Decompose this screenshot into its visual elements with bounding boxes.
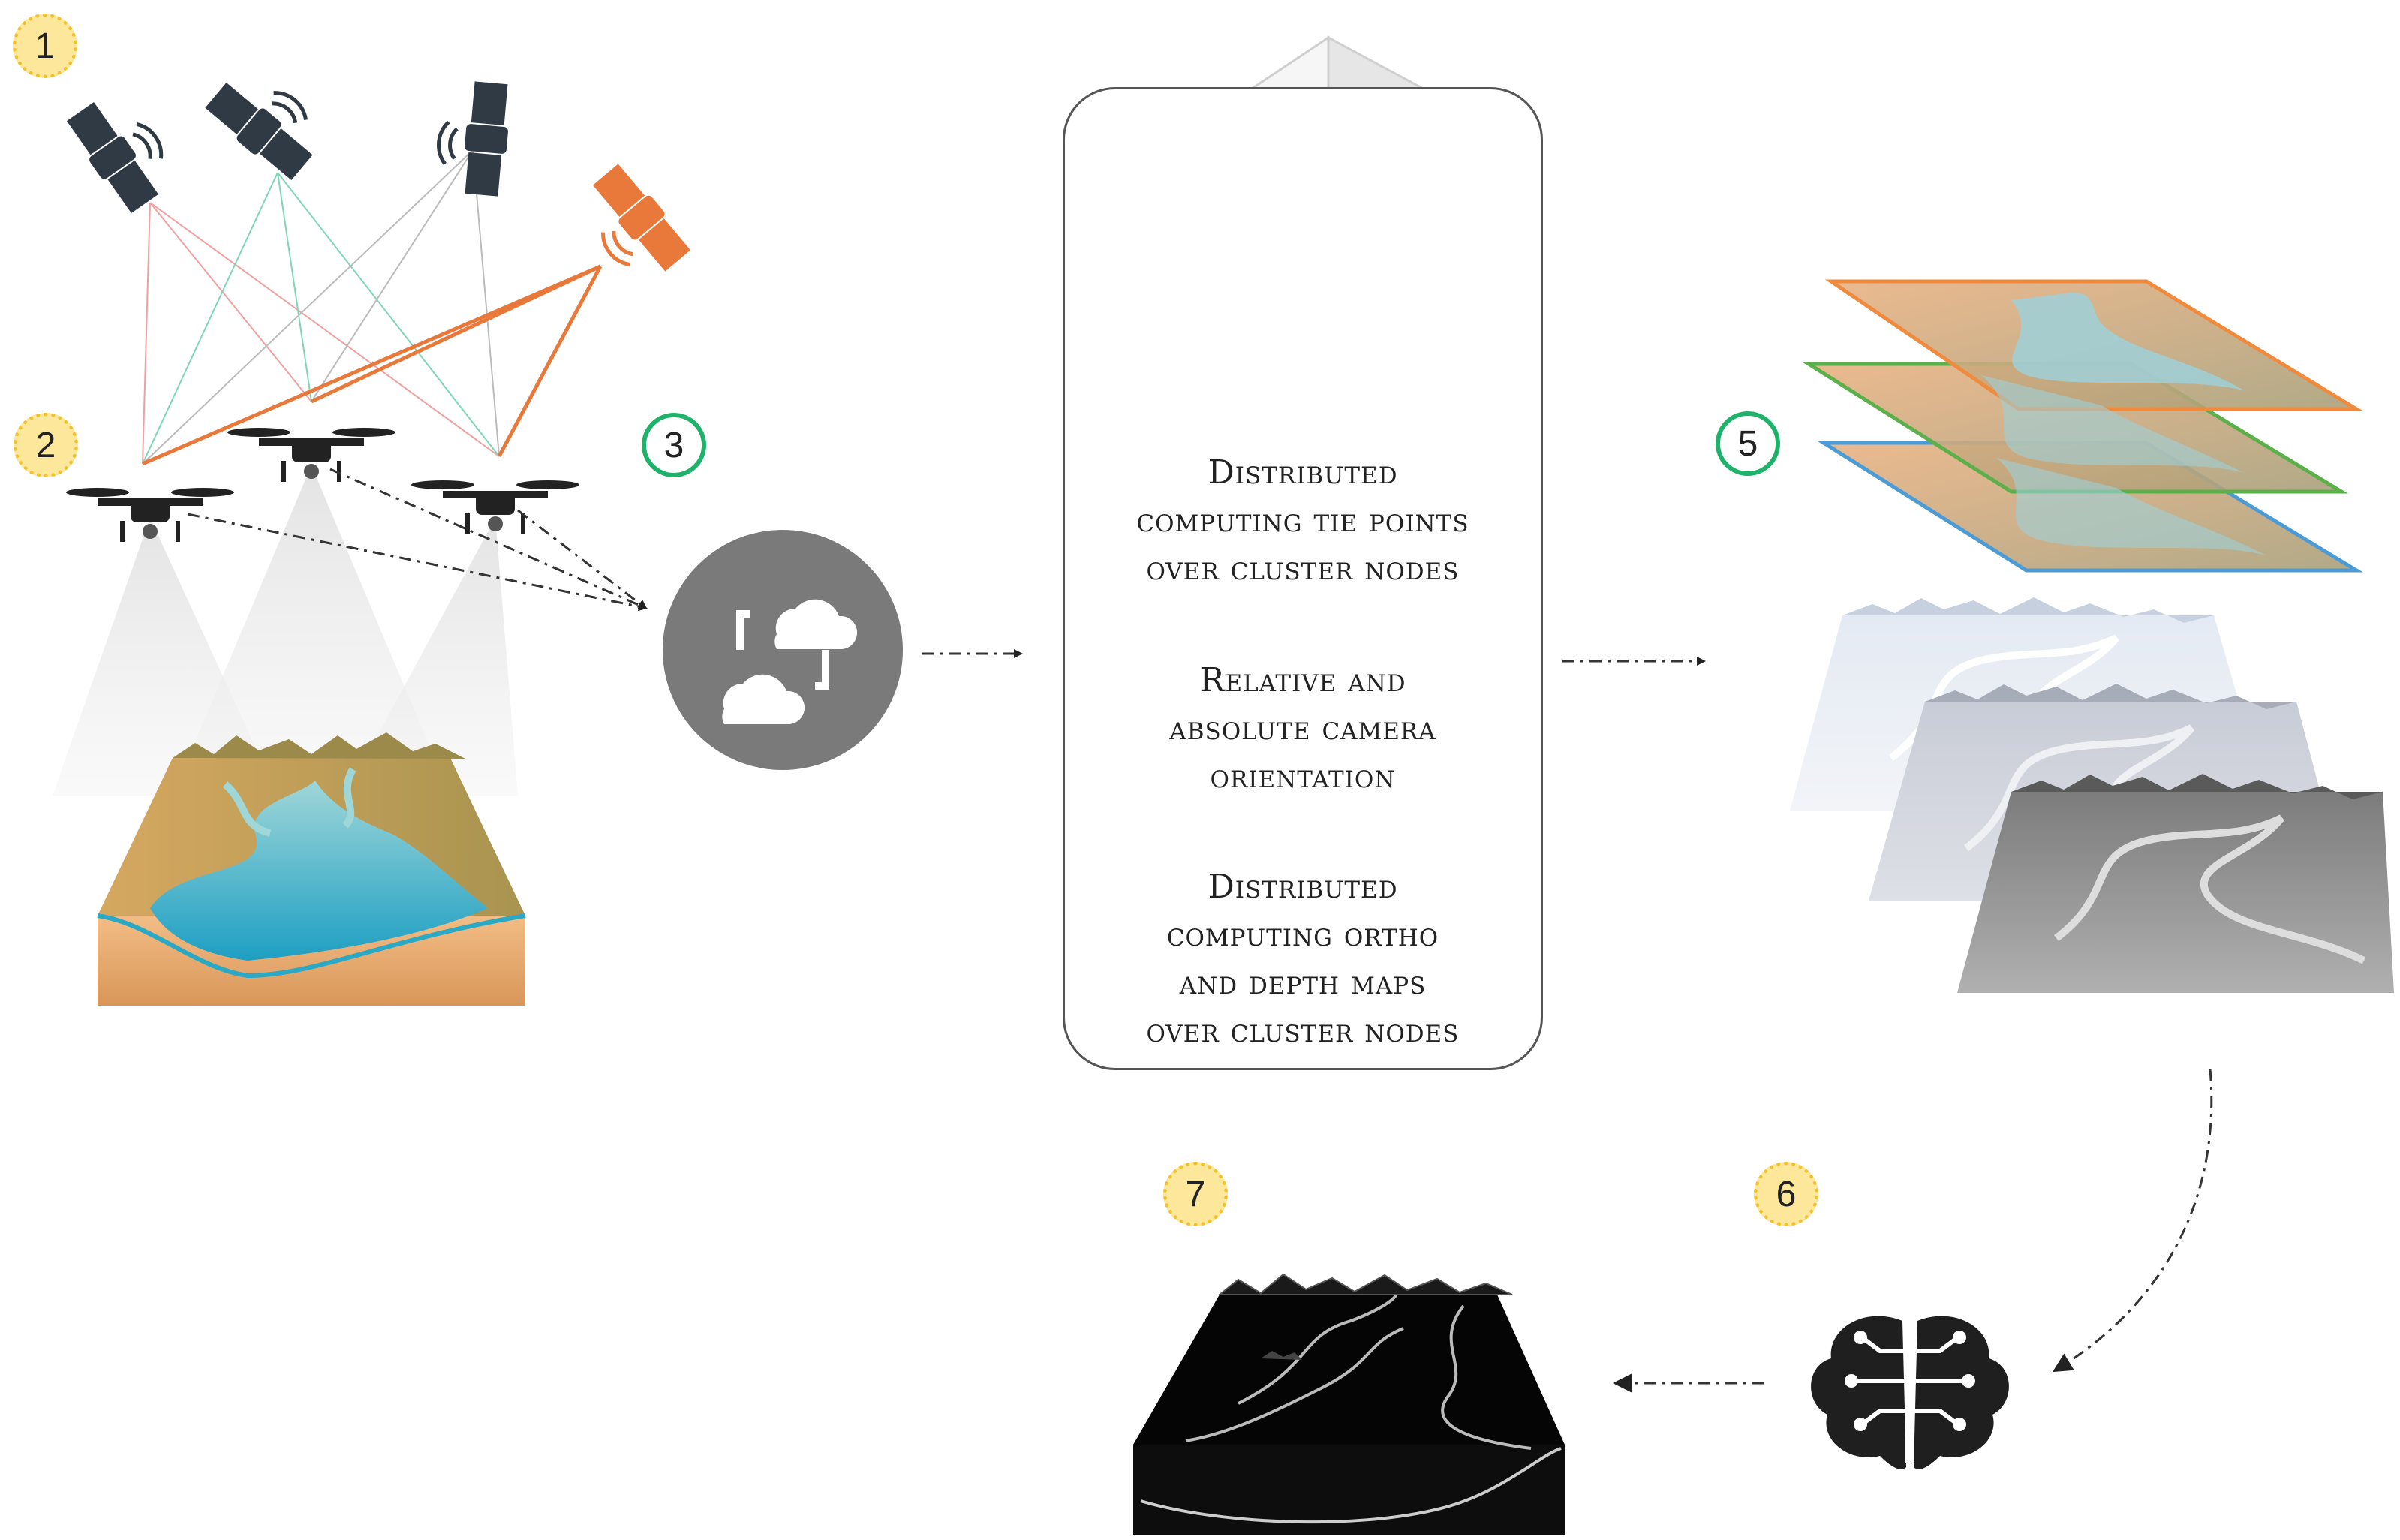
drone-icon <box>66 488 234 542</box>
step-4c-text: Distributed computing ortho and depth ma… <box>1063 863 1543 1055</box>
step-4b-line-2: absolute camera <box>1169 709 1436 747</box>
dark-terrain-icon <box>1133 1273 1565 1535</box>
step-3-badge: 3 <box>642 413 706 477</box>
step-4b-text: Relative and absolute camera orientation <box>1063 657 1543 801</box>
step-3-number: 3 <box>663 425 684 465</box>
satellite-icon <box>437 81 508 197</box>
orange-satellite-signal-lines <box>142 264 603 466</box>
step-4c-line-1: Distributed <box>1208 868 1398 906</box>
step-5-badge: 5 <box>1716 411 1780 476</box>
drone-icon <box>411 480 579 534</box>
ai-brain-icon <box>1811 1316 2009 1469</box>
step-1-number: 1 <box>35 26 56 66</box>
drone-upload-lines <box>187 468 648 612</box>
drone-icon <box>227 428 395 482</box>
step-1-badge: 1 <box>13 14 77 78</box>
step-4a-text: Distributed computing tie points over cl… <box>1063 449 1543 593</box>
step-4a-line-1: Distributed <box>1208 453 1398 492</box>
step-5-number: 5 <box>1737 423 1758 464</box>
step-7-badge: 7 <box>1163 1162 1228 1226</box>
satellite-icon <box>205 82 313 181</box>
step-7-number: 7 <box>1185 1174 1206 1214</box>
depth-map-layers <box>1790 597 2394 993</box>
step-2-badge: 2 <box>14 413 78 477</box>
arrow-5-to-6 <box>2052 1069 2213 1373</box>
step-4-arrow-2 <box>1288 812 1289 850</box>
step-4c-line-4: over cluster nodes <box>1146 1012 1460 1050</box>
step-4c-line-3: and depth maps <box>1179 964 1427 1002</box>
step-4c-line-2: computing ortho <box>1166 916 1439 954</box>
step-4b-line-1: Relative and <box>1199 661 1406 699</box>
step-6-badge: 6 <box>1754 1162 1818 1226</box>
step-4b-line-3: orientation <box>1210 757 1396 796</box>
step-4-arrow-1 <box>1288 606 1289 644</box>
step-2-number: 2 <box>35 425 56 465</box>
satellite-icon <box>592 164 691 272</box>
processing-steps-panel <box>1063 87 1543 1070</box>
camera-cones <box>53 465 518 796</box>
step-4a-line-3: over cluster nodes <box>1146 549 1460 588</box>
step-4a-line-2: computing tie points <box>1136 501 1469 540</box>
cloud-sync-icon <box>663 530 903 770</box>
orthomap-layers <box>1802 279 2363 573</box>
step-6-number: 6 <box>1776 1174 1797 1214</box>
terrain-icon <box>97 732 526 1006</box>
satellite-signal-lines <box>142 149 500 465</box>
satellite-icon <box>66 101 164 214</box>
